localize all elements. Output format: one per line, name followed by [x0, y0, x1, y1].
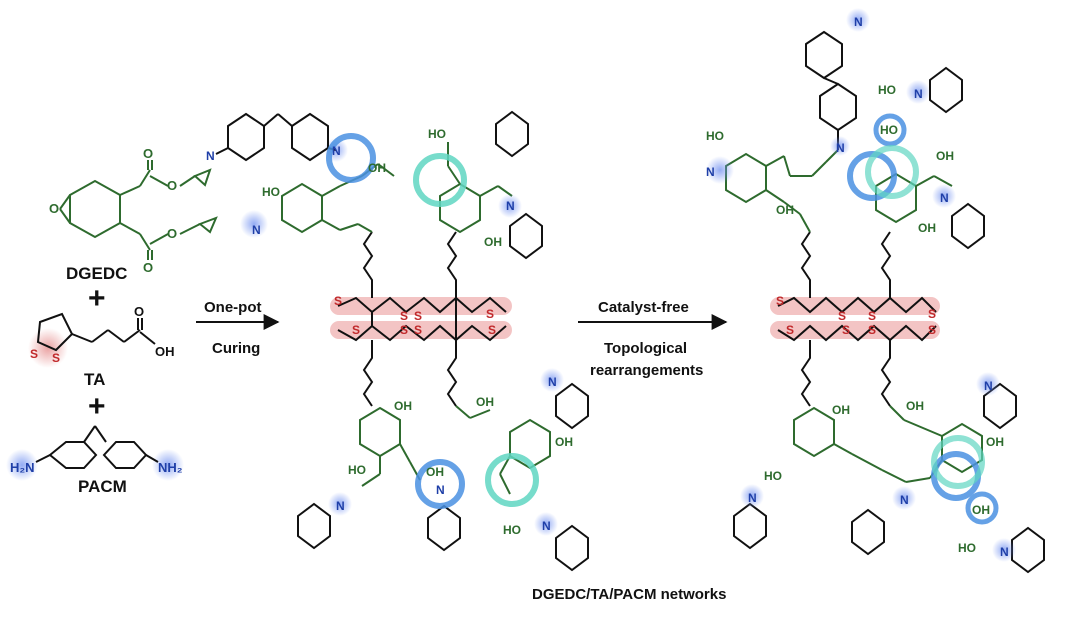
right-n-6: N	[984, 379, 993, 393]
mid-oh-3: OH	[394, 399, 412, 413]
ta-carbonyl-o: O	[134, 304, 144, 319]
ta-structure: S S O OH	[28, 304, 175, 368]
right-oh-1: OH	[936, 149, 954, 163]
mid-oh-2: OH	[484, 235, 502, 249]
middle-network	[215, 110, 589, 572]
arrow2-label-mid: Topological	[604, 340, 688, 357]
mid-ho-4: HO	[503, 523, 521, 537]
pacm-structure: H₂N NH₂	[6, 425, 184, 481]
right-s-3: S	[868, 309, 876, 323]
right-n-7: N	[748, 491, 757, 505]
right-ho-5: HO	[958, 541, 976, 555]
arrow1-label-top: One-pot	[204, 299, 262, 316]
mid-oh-4: OH	[476, 395, 494, 409]
figure-caption: DGEDC/TA/PACM networks	[532, 586, 727, 603]
right-ho-1: HO	[878, 83, 896, 97]
mid-n-6: N	[336, 499, 345, 513]
ta-s-2: S	[52, 351, 60, 365]
plus-sign-2: +	[88, 390, 106, 423]
mid-s-8: S	[488, 323, 496, 337]
dgedc-carbonyl-o-2: O	[143, 260, 153, 275]
dgedc-label: DGEDC	[66, 264, 128, 283]
pacm-nh2-left: H₂N	[10, 460, 35, 475]
mid-n-3: N	[252, 223, 261, 237]
right-s-4: S	[928, 307, 936, 321]
dgedc-carbonyl-o-1: O	[143, 146, 153, 161]
mid-n-7: N	[436, 483, 445, 497]
right-n-4: N	[836, 141, 845, 155]
mid-s-2: S	[400, 309, 408, 323]
mid-s-7: S	[414, 323, 422, 337]
arrow2-label-bottom: rearrangements	[590, 362, 704, 379]
mid-n-1: N	[206, 149, 215, 163]
right-oh-6: OH	[986, 435, 1004, 449]
mid-s-3: S	[414, 309, 422, 323]
right-s-7: S	[868, 323, 876, 337]
ta-label: TA	[84, 370, 106, 389]
dgedc-structure	[59, 160, 218, 260]
right-n-9: N	[1000, 545, 1009, 559]
right-oh-5: OH	[906, 399, 924, 413]
mid-oh-6: OH	[426, 465, 444, 479]
arrow1-label-bottom: Curing	[212, 340, 261, 357]
right-ho-2: HO	[880, 123, 898, 137]
mid-s-1: S	[334, 294, 342, 308]
right-n-5: N	[940, 191, 949, 205]
mid-n-4: N	[506, 199, 515, 213]
right-s-2: S	[838, 309, 846, 323]
dgedc-epoxide-o: O	[49, 201, 59, 216]
right-s-5: S	[786, 323, 794, 337]
right-ho-4: HO	[764, 469, 782, 483]
mid-ho-2: HO	[428, 127, 446, 141]
arrow2-label-top: Catalyst-free	[598, 299, 689, 316]
mid-n-8: N	[542, 519, 551, 533]
pacm-label: PACM	[78, 477, 127, 496]
mid-ho-1: HO	[262, 185, 280, 199]
mid-s-6: S	[400, 323, 408, 337]
right-oh-7: OH	[972, 503, 990, 517]
right-n-8: N	[900, 493, 909, 507]
mid-n-2: N	[332, 144, 341, 158]
mid-oh-5: OH	[555, 435, 573, 449]
right-n-3: N	[914, 87, 923, 101]
plus-sign-1: +	[88, 282, 106, 315]
right-n-2: N	[854, 15, 863, 29]
dgedc-ester-o-1: O	[167, 178, 177, 193]
dgedc-ester-o-2: O	[167, 226, 177, 241]
mid-s-5: S	[352, 323, 360, 337]
mid-n-5: N	[548, 375, 557, 389]
right-s-1: S	[776, 294, 784, 308]
mid-oh-1: OH	[368, 161, 386, 175]
right-oh-3: OH	[918, 221, 936, 235]
ta-oh: OH	[155, 344, 175, 359]
mid-s-4: S	[486, 307, 494, 321]
pacm-nh2-right: NH₂	[158, 460, 183, 475]
right-oh-2: OH	[776, 203, 794, 217]
ta-s-1: S	[30, 347, 38, 361]
right-ho-3: HO	[706, 129, 724, 143]
right-n-1: N	[706, 165, 715, 179]
right-oh-4: OH	[832, 403, 850, 417]
mid-ho-3: HO	[348, 463, 366, 477]
right-s-8: S	[928, 323, 936, 337]
right-s-6: S	[842, 323, 850, 337]
right-network	[706, 8, 1045, 574]
